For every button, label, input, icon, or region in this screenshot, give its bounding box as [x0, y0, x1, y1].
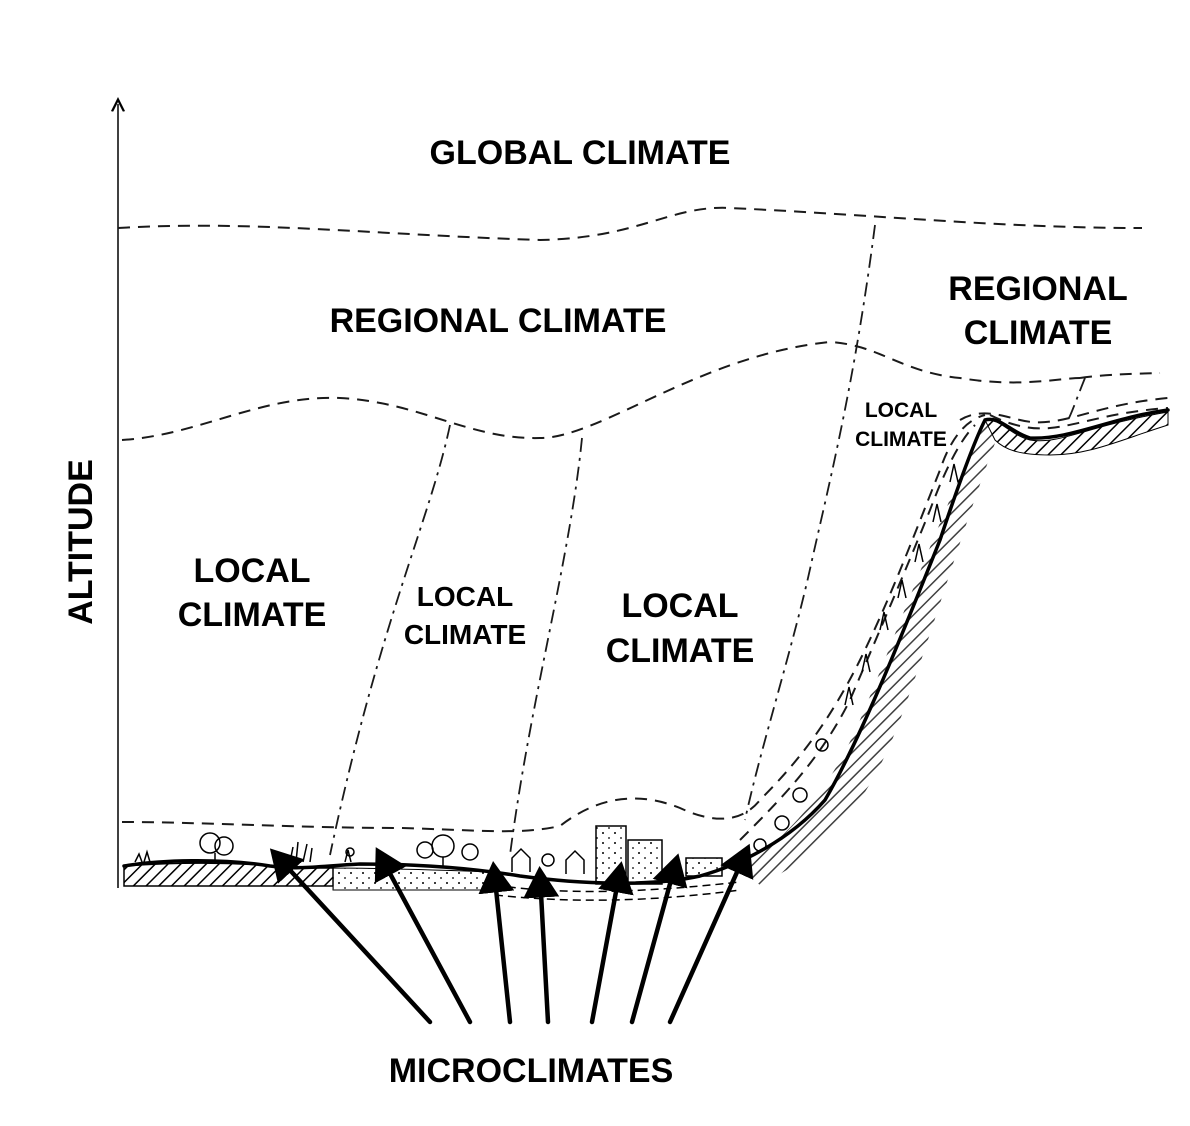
local-boundary-4: [1067, 377, 1086, 421]
microclimate-arrows: [269, 843, 754, 1025]
microclimate-arrow-4: [523, 866, 560, 1025]
microclimate-arrow-2: [374, 847, 473, 1025]
microclimate-arrow-6: [629, 853, 688, 1025]
regional-climate-label-right-line1: REGIONAL: [948, 270, 1127, 308]
regional-climate-label-left: REGIONAL CLIMATE: [330, 302, 667, 340]
plateau-boundary-lower: [989, 407, 1169, 430]
altitude-axis-label: ALTITUDE: [62, 459, 100, 625]
microclimates-label: MICROCLIMATES: [389, 1052, 674, 1090]
local-climate-d-line1: LOCAL: [865, 399, 937, 422]
local-climate-a-line2: CLIMATE: [178, 596, 327, 634]
global-climate-label: GLOBAL CLIMATE: [430, 134, 731, 172]
slope-boundary-inner: [739, 424, 976, 841]
village-trees: [416, 834, 585, 874]
slope-hatch: [740, 420, 1000, 885]
local-climate-b-line2: CLIMATE: [404, 619, 526, 650]
city-buildings: [595, 825, 723, 885]
regional-local-boundary-right: [1079, 372, 1161, 379]
global-regional-boundary: [117, 206, 1143, 242]
microclimate-boundary: [121, 414, 986, 833]
plateau-boundary-upper: [959, 397, 1169, 424]
local-boundary-2: [509, 437, 583, 856]
ground-soil: [332, 867, 496, 891]
local-climate-c-line2: CLIMATE: [606, 632, 755, 670]
local-climate-a-line1: LOCAL: [193, 552, 310, 590]
local-boundary-1: [329, 424, 451, 856]
microclimate-arrow-1: [269, 848, 433, 1025]
microclimate-arrow-5: [589, 861, 634, 1025]
slope-trees: [753, 463, 959, 852]
regional-local-boundary: [121, 340, 1081, 441]
plateau-hatch: [984, 411, 1169, 456]
microclimate-arrow-3: [478, 861, 515, 1025]
local-climate-d-line2: CLIMATE: [855, 428, 947, 451]
local-climate-b-line1: LOCAL: [417, 581, 513, 612]
local-climate-c-line1: LOCAL: [621, 587, 738, 625]
local-boundary-3: [744, 224, 876, 821]
microclimate-arrow-7: [667, 843, 754, 1025]
left-vegetation: [134, 832, 355, 864]
regional-climate-label-right-line2: CLIMATE: [964, 314, 1113, 352]
